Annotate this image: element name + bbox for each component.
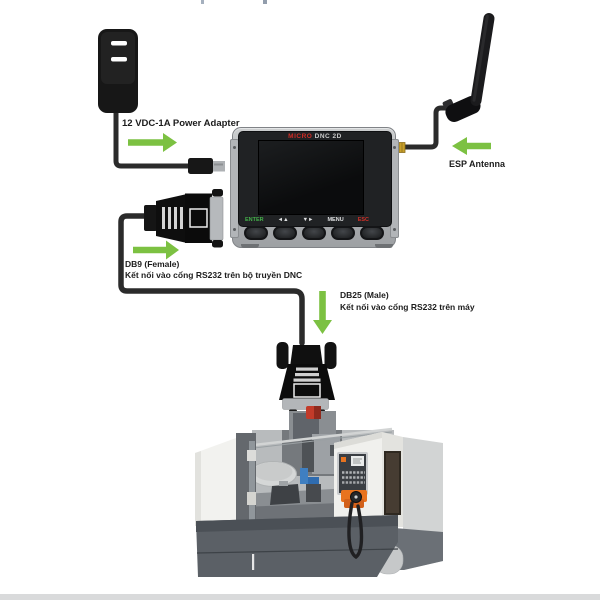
arrow-db25-to-machine [313,291,332,334]
cnc-machine-illustration [195,406,443,577]
device-foot [241,244,259,248]
device-button [244,226,268,240]
top-edge-artifacts [201,0,267,4]
db25-connector-illustration [276,342,337,416]
power-adapter-illustration [98,29,138,113]
esp-antenna-illustration [442,13,495,122]
screw-icon [393,146,396,149]
dnc-device-illustration: MICRO DNC 2D ENTER ◄▲ ▼► MENU ESC [230,126,399,248]
usb-plug-illustration [188,158,225,174]
device-button [331,226,355,240]
device-brand: MICRO DNC 2D [239,133,391,140]
power-adapter-label: 12 VDC-1A Power Adapter [122,118,240,129]
device-buttons [244,226,384,242]
key-label-esc: ESC [357,217,369,223]
arrow-db9-to-device [133,240,179,260]
db9-description-label: Kết nối vào cổng RS232 trên bộ truyền DN… [125,270,303,280]
db9-title-label: DB9 (Female) [125,259,180,269]
key-label-enter: ENTER [245,217,264,223]
brand-secondary: DNC 2D [314,133,342,140]
key-label-left-up: ◄▲ [277,217,289,223]
device-screen [258,140,364,215]
db25-title-label: DB25 (Male) [340,290,389,300]
bottom-strip [0,594,600,600]
esp-antenna-label: ESP Antenna [449,159,506,169]
screw-icon [233,146,236,149]
device-button [360,226,384,240]
db25-description-label: Kết nối vào cổng RS232 trên máy [340,302,475,312]
key-label-down-right: ▼► [302,217,314,223]
device-foot [375,244,393,248]
device-button [273,226,297,240]
arrow-power-to-device [128,133,177,152]
device-key-labels: ENTER ◄▲ ▼► MENU ESC [245,216,369,224]
screw-icon [233,228,236,231]
db9-connector-illustration [144,189,224,248]
key-label-menu: MENU [327,217,344,223]
screw-icon [393,228,396,231]
power-cable [113,107,191,169]
device-button [302,226,326,240]
arrow-antenna-to-device [452,137,491,155]
serial-cable [118,213,305,346]
antenna-cable [402,105,452,150]
brand-primary: MICRO [288,133,313,140]
